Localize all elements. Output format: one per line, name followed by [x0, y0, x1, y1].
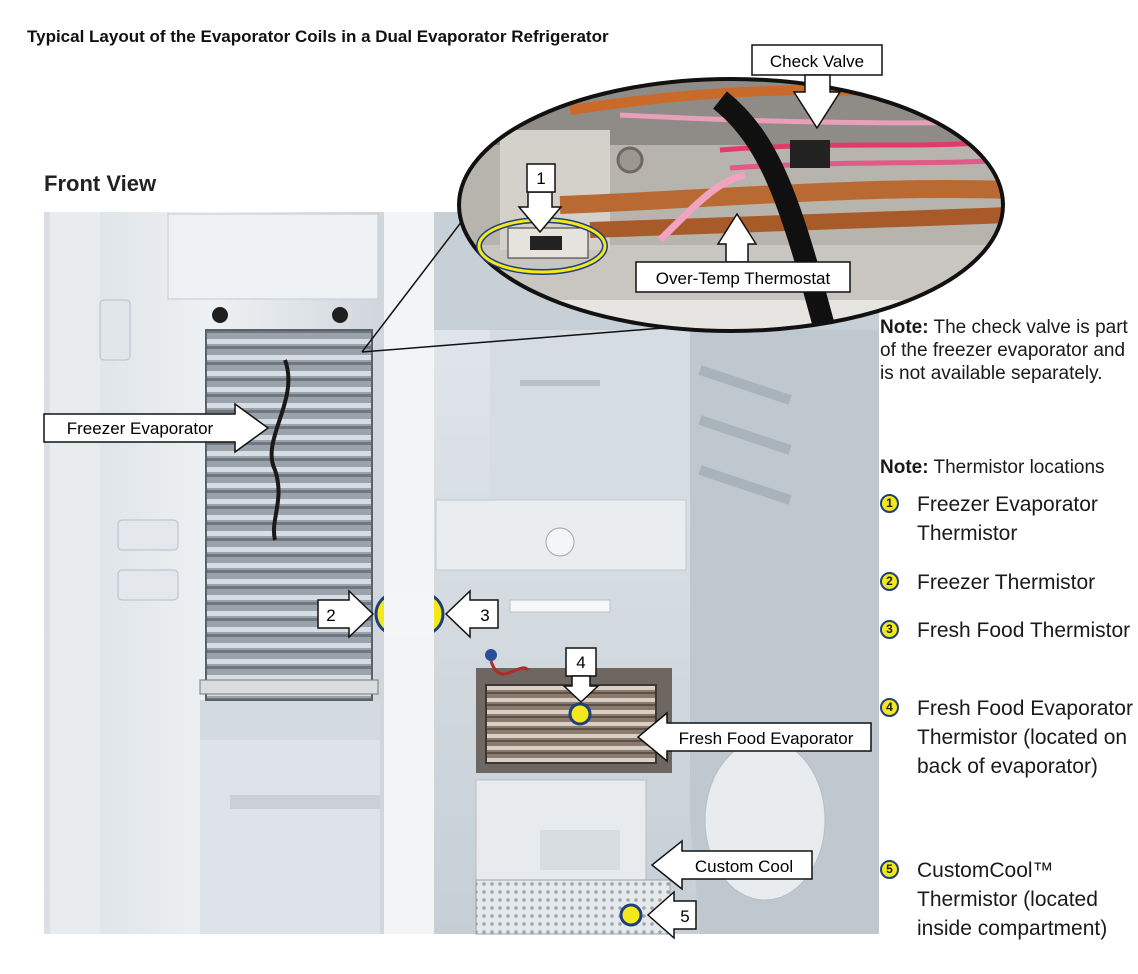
marker-1-label: 1 — [536, 169, 545, 188]
legend-number-badge: 2 — [880, 572, 899, 591]
legend-text: Freezer Evaporator Thermistor — [917, 493, 1098, 545]
legend-text: CustomCool™ Thermistor (located inside c… — [917, 859, 1108, 940]
check-valve-note: Note: The check valve is part of the fre… — [880, 316, 1130, 385]
over-temp-callout-box — [635, 261, 851, 293]
note-label: Note: — [880, 317, 929, 338]
note-label: Note: — [880, 457, 929, 478]
check-valve-callout: Check Valve — [770, 52, 864, 71]
legend-text: Freezer Thermistor — [917, 571, 1096, 594]
legend-text: Fresh Food Thermistor — [917, 619, 1131, 642]
front-view-heading: Front View — [44, 171, 157, 196]
custom-cool-grille — [475, 879, 671, 935]
marker-3-arrow — [444, 589, 499, 639]
magnifier-ring — [457, 77, 1005, 333]
note-text: Thermistor locations — [928, 457, 1105, 478]
custom-cool-callout: Custom Cool — [695, 857, 793, 876]
legend-text: Fresh Food Evaporator Thermistor (locate… — [917, 697, 1133, 778]
marker-2-label: 2 — [326, 606, 335, 625]
fresh-food-evaporator-coil — [485, 684, 657, 764]
freezer-evaporator-callout: Freezer Evaporator — [67, 419, 214, 438]
marker-3-label: 3 — [480, 606, 489, 625]
over-temp-callout: Over-Temp Thermostat — [656, 269, 831, 288]
legend-number-badge: 3 — [880, 620, 899, 639]
marker-4-arrow — [562, 675, 600, 704]
marker-4-label: 4 — [576, 653, 585, 672]
check-valve-arrow — [792, 74, 842, 130]
legend-number-badge: 5 — [880, 860, 899, 879]
marker-4-label-box — [565, 647, 597, 677]
marker-1-label-box — [526, 163, 556, 193]
marker-4-dot — [568, 702, 592, 726]
marker-5-label: 5 — [680, 907, 689, 926]
note-text: The check valve is part of the freezer e… — [880, 317, 1128, 384]
diagram-title: Typical Layout of the Evaporator Coils i… — [27, 27, 609, 46]
freezer-evaporator-callout-box — [43, 402, 270, 454]
legend-number-badge: 4 — [880, 698, 899, 717]
freezer-top-housing — [167, 213, 379, 300]
fresh-food-evaporator-callout: Fresh Food Evaporator — [679, 729, 854, 748]
custom-cool-callout-box — [650, 839, 813, 891]
marker-5-dot — [619, 903, 643, 927]
thermistor-note: Note: Thermistor locations — [880, 456, 1105, 479]
center-divider — [384, 212, 434, 934]
marker-5-arrow — [646, 890, 697, 940]
legend-number-badge: 1 — [880, 494, 899, 513]
fresh-food-evaporator-callout-box — [636, 711, 872, 763]
marker-2-arrow — [317, 589, 375, 639]
